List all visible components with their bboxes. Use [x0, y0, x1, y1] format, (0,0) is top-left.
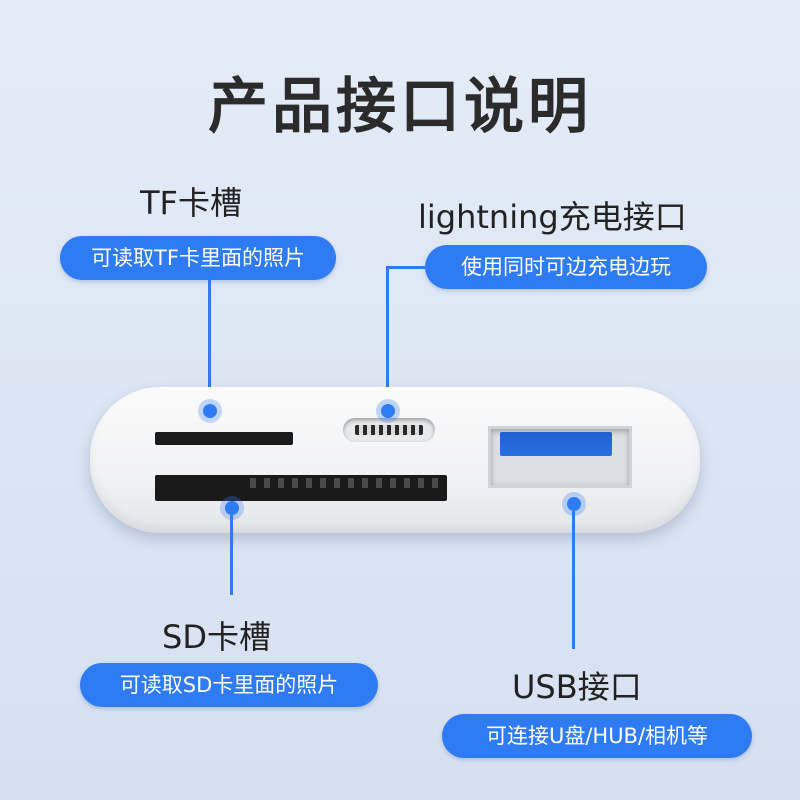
tf-slot-description: 可读取TF卡里面的照片	[60, 236, 336, 280]
lightning-port-label: lightning充电接口	[418, 198, 687, 236]
lightning-connector-line-v	[386, 266, 389, 408]
usb-port-description: 可连接U盘/HUB/相机等	[442, 714, 752, 758]
sd-marker-dot	[225, 501, 239, 515]
lightning-port-description: 使用同时可边充电边玩	[425, 245, 707, 289]
sd-connector-line	[230, 515, 233, 595]
sd-slot-label: SD卡槽	[162, 618, 271, 656]
lightning-marker-dot	[381, 404, 395, 418]
lightning-connector-line-h	[386, 266, 426, 269]
usb-connector-line	[572, 511, 575, 649]
tf-marker-dot	[203, 404, 217, 418]
page-title: 产品接口说明	[208, 72, 592, 142]
usb-port-tongue	[500, 432, 612, 456]
usb-port-label: USB接口	[512, 668, 642, 706]
sd-slot-description: 可读取SD卡里面的照片	[80, 663, 378, 707]
tf-slot-label: TF卡槽	[140, 184, 242, 222]
sd-slot-contacts	[250, 478, 440, 488]
usb-marker-dot	[567, 497, 581, 511]
tf-connector-line	[208, 280, 211, 406]
lightning-port-pins	[355, 425, 423, 435]
tf-card-slot	[155, 432, 293, 445]
